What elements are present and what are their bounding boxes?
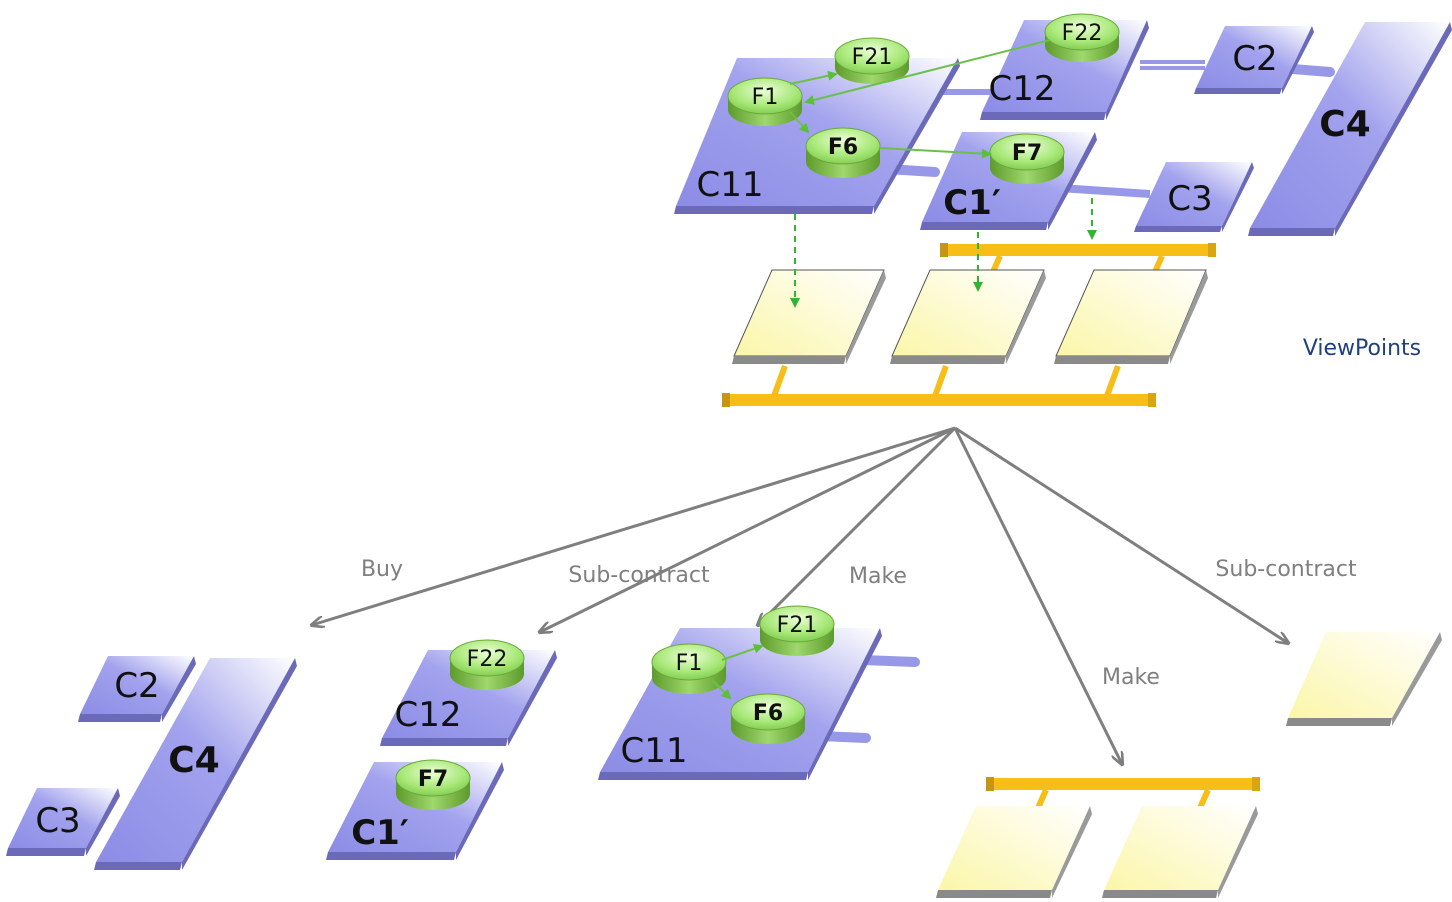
label-make-right: Make bbox=[1102, 665, 1160, 690]
function-f6-bottom: F6 bbox=[730, 693, 806, 744]
label-make-center: Make bbox=[849, 564, 907, 589]
make-group: C11 F21 F1 F6 bbox=[598, 605, 920, 780]
make-viewpoints-group bbox=[936, 777, 1260, 898]
arrow-make-center bbox=[758, 426, 957, 625]
top-model: C4 C2 C3 C12 C11 bbox=[674, 13, 1452, 236]
function-f22-bottom: F22 bbox=[449, 639, 525, 690]
allocation-arrows bbox=[312, 426, 1288, 764]
c12-label: C12 bbox=[988, 69, 1055, 109]
mapping-arrows bbox=[790, 198, 1097, 308]
viewpoints-label: ViewPoints bbox=[1303, 336, 1421, 361]
f22-label: F22 bbox=[467, 647, 508, 672]
arrow-buy bbox=[312, 426, 956, 625]
upper-bus bbox=[940, 243, 1216, 274]
component-c4-top: C4 bbox=[1248, 22, 1452, 236]
f7-label: F7 bbox=[1012, 141, 1042, 166]
function-f1-top: F1 bbox=[727, 77, 803, 126]
f21-label: F21 bbox=[777, 613, 818, 638]
f7-label: F7 bbox=[418, 767, 448, 792]
viewpoint-plate-bottom-2 bbox=[1102, 806, 1258, 898]
c4-label: C4 bbox=[168, 740, 219, 781]
function-f1-bottom: F1 bbox=[651, 643, 727, 694]
arrow-subcontract-left bbox=[540, 426, 956, 632]
c2-label: C2 bbox=[114, 666, 159, 706]
component-c2-top: C2 bbox=[1194, 26, 1314, 94]
buy-group: C2 C3 C4 bbox=[6, 656, 297, 870]
f6-label: F6 bbox=[828, 135, 858, 160]
c1prime-label: C1′ bbox=[943, 183, 1001, 223]
component-c4-bottom: C4 bbox=[94, 658, 297, 870]
f21-label: F21 bbox=[852, 45, 893, 70]
function-f21-top: F21 bbox=[834, 37, 910, 84]
viewpoint-plate-3 bbox=[1054, 269, 1208, 364]
label-subcontract-right: Sub-contract bbox=[1215, 557, 1357, 582]
lower-bus bbox=[722, 364, 1156, 407]
component-c2-bottom: C2 bbox=[78, 656, 196, 722]
function-flows bbox=[789, 39, 1051, 159]
c3-label: C3 bbox=[1167, 179, 1212, 219]
label-buy: Buy bbox=[361, 557, 403, 582]
subcontract-viewpoint bbox=[1286, 632, 1442, 726]
component-c3-bottom: C3 bbox=[6, 788, 120, 856]
viewpoints-layer: ViewPoints bbox=[722, 198, 1421, 407]
c2-label: C2 bbox=[1232, 39, 1277, 79]
viewpoint-plate-bottom-1 bbox=[936, 806, 1092, 898]
f22-label: F22 bbox=[1062, 21, 1103, 46]
viewpoint-plate-1 bbox=[732, 269, 886, 364]
function-f6-top: F6 bbox=[805, 127, 881, 178]
label-subcontract-left: Sub-contract bbox=[568, 563, 710, 588]
viewpoint-plate-2 bbox=[890, 269, 1046, 364]
branch-labels: Buy Sub-contract Make Make Sub-contract bbox=[361, 557, 1357, 690]
c1prime-label: C1′ bbox=[351, 813, 409, 853]
arrow-make-right bbox=[953, 427, 1122, 764]
function-f7-top: F7 bbox=[989, 133, 1065, 184]
component-c3-top: C3 bbox=[1134, 162, 1254, 232]
c4-label: C4 bbox=[1319, 104, 1370, 145]
subcontract-group: C12 F22 C1′ F7 bbox=[326, 639, 557, 860]
arrow-subcontract-right bbox=[954, 426, 1288, 643]
c11-label: C11 bbox=[696, 165, 763, 205]
f1-label: F1 bbox=[676, 651, 703, 676]
f6-label: F6 bbox=[753, 701, 783, 726]
function-f21-bottom: F21 bbox=[759, 605, 835, 656]
function-f22-top: F22 bbox=[1044, 13, 1120, 62]
c11-label: C11 bbox=[620, 731, 687, 771]
c12-label: C12 bbox=[394, 695, 461, 735]
f1-label: F1 bbox=[752, 85, 779, 110]
c3-label: C3 bbox=[35, 801, 80, 841]
function-f7-bottom: F7 bbox=[395, 759, 471, 810]
